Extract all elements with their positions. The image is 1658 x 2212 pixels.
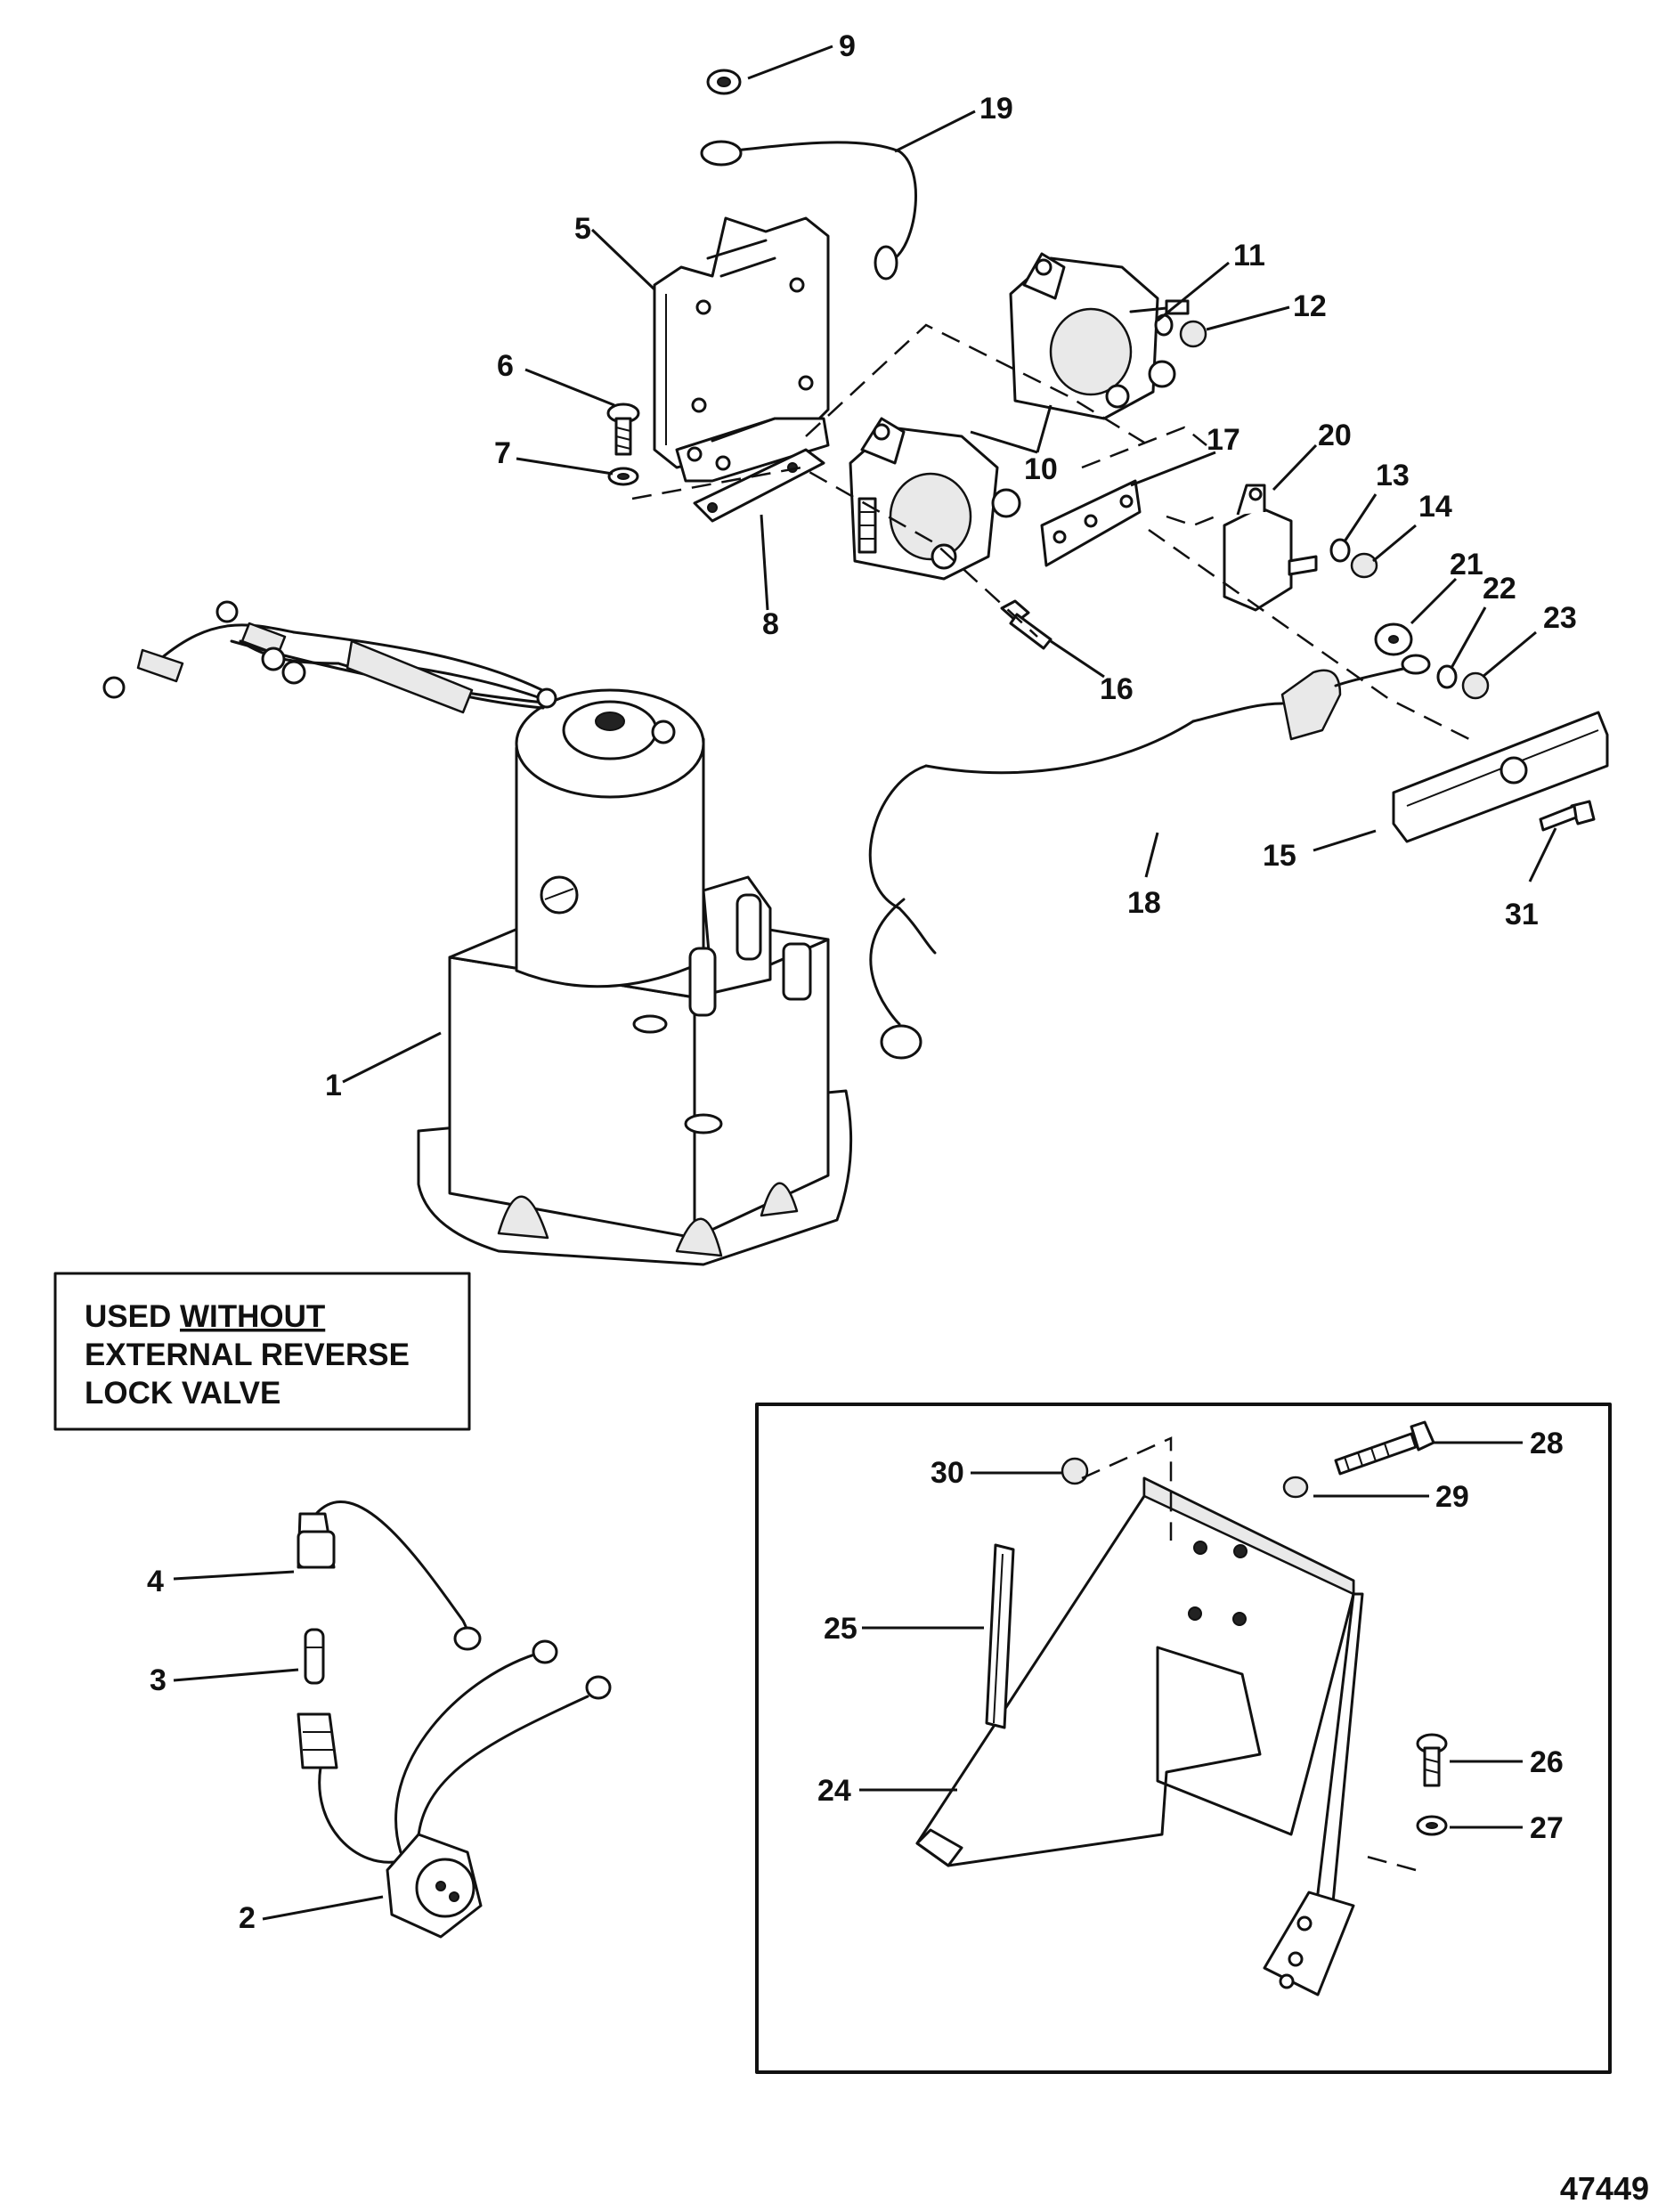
washer-21-lockwasher-22-nut-23 <box>1374 622 1490 700</box>
note-line2: EXTERNAL REVERSE <box>85 1338 410 1372</box>
screw-31 <box>1539 800 1596 832</box>
callout-30: 30 <box>931 1456 964 1490</box>
callout-23: 23 <box>1543 601 1577 635</box>
note-line1-emphasis: WITHOUT <box>180 1299 325 1334</box>
callout-8: 8 <box>762 607 779 641</box>
note-box: USED WITHOUT EXTERNAL REVERSE LOCK VALVE <box>53 1272 471 1431</box>
screw-and-washer <box>606 403 640 486</box>
callout-14: 14 <box>1418 490 1452 524</box>
callout-2: 2 <box>239 1901 256 1935</box>
callout-20: 20 <box>1318 419 1352 452</box>
callout-26: 26 <box>1530 1745 1564 1779</box>
fuse-holder-and-switch <box>297 1500 612 1939</box>
callout-1: 1 <box>325 1069 342 1102</box>
callout-17: 17 <box>1207 423 1240 457</box>
terminal-strip-15 <box>1392 711 1609 843</box>
terminal-block-20 <box>1223 484 1318 612</box>
callout-29: 29 <box>1435 1480 1469 1514</box>
insulator-plate-17 <box>1040 479 1142 567</box>
callout-12: 12 <box>1293 289 1327 323</box>
callout-3: 3 <box>150 1663 167 1697</box>
callout-22: 22 <box>1483 572 1516 606</box>
callout-25: 25 <box>824 1612 857 1646</box>
callout-leaders <box>173 45 1557 1921</box>
callout-5: 5 <box>574 212 591 246</box>
callout-24: 24 <box>817 1774 851 1808</box>
solenoid-lower <box>849 417 1021 581</box>
callout-27: 27 <box>1530 1811 1564 1845</box>
screw-16 <box>1000 599 1053 650</box>
washer-11-nut-12 <box>1154 313 1207 348</box>
figure-number: 47449 <box>1560 2170 1649 2207</box>
bracket-strap <box>693 448 825 523</box>
cable-18 <box>868 654 1431 1060</box>
callout-7: 7 <box>494 436 511 470</box>
callout-18: 18 <box>1127 886 1161 920</box>
nut-and-ground-cable <box>700 69 917 281</box>
callout-19: 19 <box>979 92 1013 126</box>
callout-10: 10 <box>1024 452 1058 486</box>
note-line1-prefix: USED <box>85 1299 180 1334</box>
callout-9: 9 <box>839 29 856 63</box>
callout-4: 4 <box>147 1565 164 1598</box>
inset-bracket-kit <box>755 1403 1612 2074</box>
callout-13: 13 <box>1376 459 1410 492</box>
callout-16: 16 <box>1100 672 1134 706</box>
solenoid-bracket <box>653 216 830 483</box>
callout-labels: 9 19 5 6 7 8 10 11 12 13 14 20 17 16 21 … <box>147 29 1577 1935</box>
assembly-lines-upper <box>631 323 1479 745</box>
callout-11: 11 <box>1233 239 1265 272</box>
callout-28: 28 <box>1530 1427 1564 1460</box>
svg-text:USED WITHOUT: USED WITHOUT <box>85 1299 325 1334</box>
note-line3: LOCK VALVE <box>85 1376 280 1411</box>
washer-13-nut-14 <box>1329 538 1378 579</box>
callout-15: 15 <box>1263 839 1296 873</box>
callout-6: 6 <box>497 349 514 383</box>
callout-31: 31 <box>1505 898 1539 931</box>
callout-21: 21 <box>1450 548 1483 581</box>
pump-motor-assembly <box>102 600 853 1266</box>
solenoid-upper <box>1009 252 1190 420</box>
